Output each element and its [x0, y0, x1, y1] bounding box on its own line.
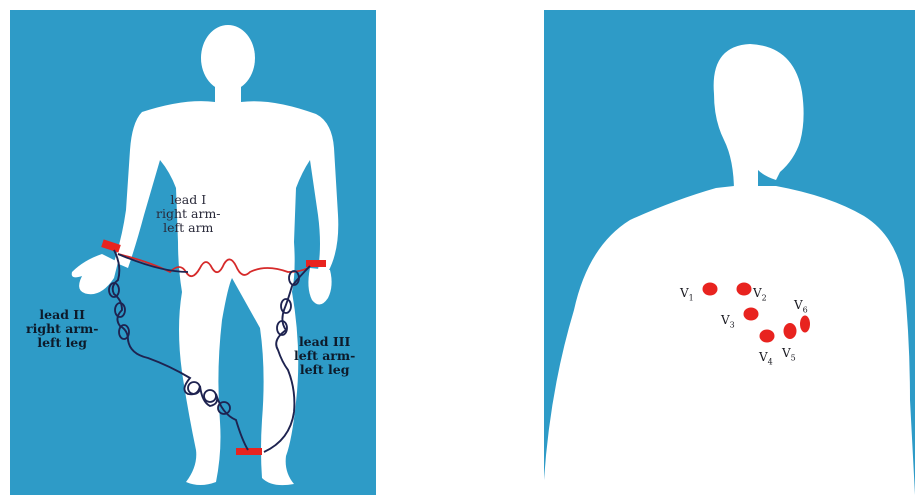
limb-leads-panel: lead I right arm- left arm lead II right…	[10, 10, 376, 495]
v3-label: V3	[721, 313, 735, 329]
v5-label: V5	[782, 346, 796, 362]
v6-label: V6	[794, 298, 808, 314]
electrode-v1	[703, 283, 718, 296]
lead-3-label: lead III left arm- left leg	[294, 335, 355, 377]
torso-silhouette	[544, 44, 915, 495]
electrode-v2	[737, 283, 752, 296]
left-leg-electrode	[236, 448, 262, 455]
electrode-v6	[800, 316, 810, 333]
v1-label: V1	[680, 286, 694, 302]
v2-label: V2	[753, 286, 767, 302]
electrode-v3	[744, 308, 759, 321]
chest-leads-panel: V1 V2 V3 V4 V5 V6	[544, 10, 915, 495]
v4-label: V4	[759, 350, 773, 366]
limb-leads-illustration	[10, 10, 376, 495]
electrode-v4	[760, 330, 775, 343]
chest-leads-illustration	[544, 10, 915, 495]
lead-1-label: lead I right arm- left arm	[156, 193, 221, 235]
right-arm-electrode	[101, 239, 121, 252]
lead-2-label: lead II right arm- left leg	[26, 308, 98, 350]
front-body-silhouette	[72, 25, 339, 485]
electrode-v5	[784, 323, 797, 339]
